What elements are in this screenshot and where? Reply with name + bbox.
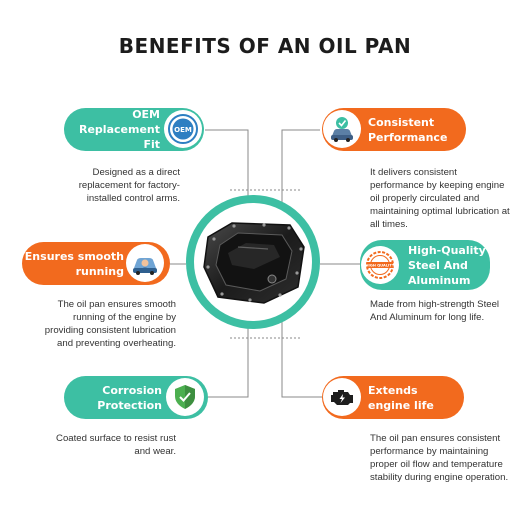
benefit-corrosion-label: Corrosion Protection xyxy=(97,383,162,412)
benefit-oem-description: Designed as a direct replacement for fac… xyxy=(78,167,180,204)
shield-check-icon xyxy=(166,378,204,416)
benefit-engine-life-description: The oil pan ensures consistent performan… xyxy=(370,433,509,483)
quality-stamp-text: HIGH QUALITY xyxy=(366,264,395,268)
benefit-performance-label: Consistent Performance xyxy=(368,115,448,144)
benefit-high-quality-label: High-Quality Steel And Aluminum xyxy=(408,243,486,287)
page-title: BENEFITS OF AN OIL PAN xyxy=(118,34,412,58)
benefit-performance-description: It delivers consistent performance by ke… xyxy=(370,167,510,230)
benefit-oem-label: OEM Replacement Fit xyxy=(79,108,160,151)
benefit-smooth-running-description: The oil pan ensures smooth running of th… xyxy=(44,299,176,349)
benefit-smooth-running-label: Ensures smooth running xyxy=(24,249,124,278)
benefit-high-quality-description: Made from high-strength Steel And Alumin… xyxy=(370,299,500,323)
oil-pan-image xyxy=(194,203,312,321)
oem-badge-icon: OEM xyxy=(164,110,202,148)
car-check-icon xyxy=(323,110,361,148)
quality-stamp-icon: HIGH QUALITY xyxy=(361,246,399,284)
driver-icon xyxy=(126,244,164,282)
oem-badge-text: OEM xyxy=(174,126,192,134)
engine-icon xyxy=(323,378,361,416)
oil-pan-image-frame xyxy=(186,195,320,329)
benefit-engine-life-label: Extends engine life xyxy=(368,383,434,412)
benefit-corrosion-description: Coated surface to resist rust and wear. xyxy=(56,433,176,457)
